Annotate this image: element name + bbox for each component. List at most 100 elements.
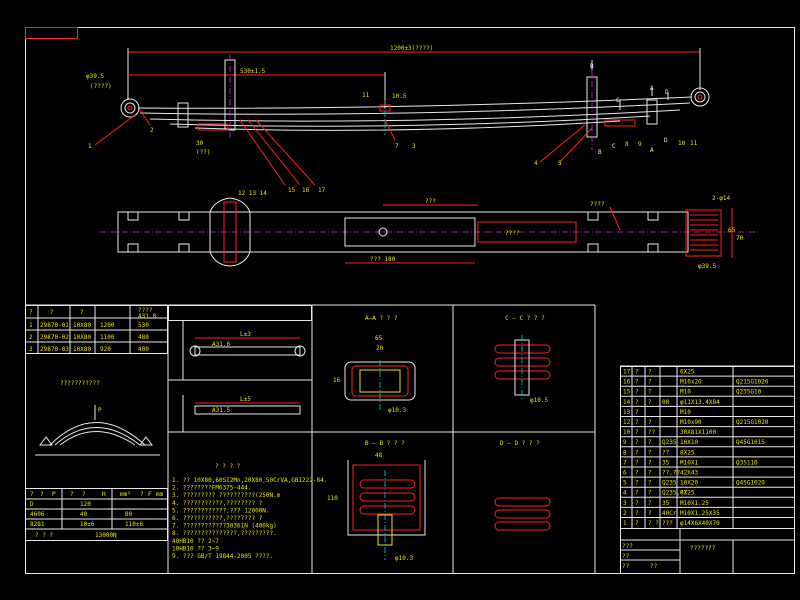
parts-cell: M10x90 (680, 419, 702, 426)
parts-cell: ? (635, 389, 639, 396)
parts-cell: 10X20 (680, 480, 698, 487)
parts-cell: 35 (662, 500, 670, 507)
stiff-footer-a: ? ? ? (35, 532, 53, 539)
parts-cell: ??? (662, 520, 673, 527)
parts-cell: 9 (623, 439, 627, 446)
spec-cell: 1100 (100, 334, 115, 341)
spec-cell: 2 (29, 334, 33, 341)
note-line: 7. ????????????30361N (400kg) (172, 523, 277, 530)
parts-cell: ? (648, 389, 652, 396)
label-bottom-leaf: A31.5 (212, 407, 230, 414)
spec-cell: 29870-02 (40, 334, 69, 341)
stiffness-cell: 10±6 (80, 521, 95, 528)
parts-cell: ??,?? (662, 470, 680, 477)
note-line: 10HB10 ?? 3~9 (172, 545, 219, 552)
stiffness-cell: 120 (80, 501, 91, 508)
pin-note-b: 10.5 (392, 93, 407, 100)
eye-right-dia: φ39.5 (698, 263, 716, 270)
title-block: ??????? ??? ?? ?? ?? (620, 528, 795, 574)
section-mark-c2: C (612, 143, 616, 150)
spec-cell: 3 (29, 346, 33, 353)
stiffness-cell: D (30, 501, 34, 508)
parts-cell: ? (648, 369, 652, 376)
load-sketch: ??????????? P (35, 380, 160, 456)
parts-cell: ? (635, 449, 639, 456)
parts-cell: 10X10 (680, 439, 698, 446)
parts-cell: 1 (623, 520, 627, 527)
parts-cell: ? (635, 470, 639, 477)
parts-cell: 6X25 (680, 369, 695, 376)
drawing-name: ??????? (690, 545, 716, 552)
note-line: 8. ???????????????,?????????. (172, 530, 277, 537)
parts-cell: ? (648, 510, 652, 517)
spec-h1: ? (50, 309, 54, 316)
parts-cell: Q45G1020 (736, 480, 765, 487)
stiff-h4: ? (82, 491, 86, 498)
callout-3: 3 (412, 143, 416, 150)
load-title: ??????????? (60, 380, 100, 387)
parts-cell: 16 (623, 379, 631, 386)
parts-cell: 7 (623, 459, 627, 466)
parts-cell: M10X1.25 (680, 500, 709, 507)
dim-total: 1200±3(????) (390, 45, 433, 52)
stiff-h2: P (52, 491, 56, 498)
spec-h0: ? (29, 309, 33, 316)
parts-cell: 14 (623, 399, 631, 406)
parts-cell: ? (635, 379, 639, 386)
parts-cell: 6X25 (680, 490, 695, 497)
p-label: P (98, 407, 102, 414)
parts-cell: Q45G1015 (736, 439, 765, 446)
parts-cell: ? (635, 459, 639, 466)
leaf-sketches: L±3 A31.6 L±5 A31.5 (168, 305, 312, 432)
callout-2: 2 (150, 127, 154, 134)
dim-70: 70 (736, 235, 744, 242)
section-mark-a: A (650, 85, 654, 92)
section-c-hole: φ10.5 (530, 397, 548, 404)
section-mark-b: B (590, 63, 594, 70)
parts-cell: M10X1.25X35 (680, 510, 720, 517)
parts-cell: ? (635, 520, 639, 527)
drawing-border (25, 27, 795, 574)
dim-180: ??? 180 (370, 256, 396, 263)
callout-16: 16 (302, 187, 310, 194)
section-a: A—A ? ? ? 65 20 16 φ10.3 (333, 315, 416, 414)
spec-cell: 920 (100, 346, 111, 353)
parts-cell: 42X43 (680, 470, 698, 477)
parts-cell: ? (648, 449, 652, 456)
note-line: 3. ????????? ??????????(250N.m (172, 492, 281, 499)
parts-cell: ? (635, 439, 639, 446)
parts-cell: M10 (680, 389, 691, 396)
stiffness-cell: 40 (80, 511, 88, 518)
stiff-h7: ? (140, 491, 144, 498)
callout-10: 10 (678, 140, 686, 147)
spec-h4: A31.8 (138, 313, 156, 320)
parts-cell: ? (635, 480, 639, 487)
parts-cell: 30X81X1100 (680, 429, 717, 436)
stiff-h0: ? (30, 491, 34, 498)
stiff-h1: ? (40, 491, 44, 498)
parts-cell: M10 (680, 409, 691, 416)
parts-cell: 40Cr (662, 510, 677, 517)
parts-cell: 15 (623, 389, 631, 396)
spec-cell: 480 (138, 334, 149, 341)
parts-cell: 08 (662, 399, 670, 406)
parts-cell: ? (648, 500, 652, 507)
note-line: 5. ????????????,??? 12000N. (172, 507, 270, 514)
note-line: 9. ??? GB/T 19844-2005 ????. (172, 553, 273, 560)
parts-cell: ? (635, 399, 639, 406)
parts-cell: 8X25 (680, 449, 695, 456)
parts-cell: Q235 (662, 480, 677, 487)
spec-cell: 530 (138, 322, 149, 329)
stiff-h5: H (102, 491, 106, 498)
label-right: ???? (590, 201, 605, 208)
parts-cell: 12 (623, 419, 631, 426)
corner-box (25, 27, 78, 39)
label-top-leaf: A31.6 (212, 341, 230, 348)
spec-h3: ???? (138, 307, 153, 314)
parts-cell: Q215G1020 (736, 419, 769, 426)
spec-cell: 10X80 (73, 322, 91, 329)
section-a-dim-top: 65 (375, 335, 383, 342)
parts-cell: ? (635, 409, 639, 416)
